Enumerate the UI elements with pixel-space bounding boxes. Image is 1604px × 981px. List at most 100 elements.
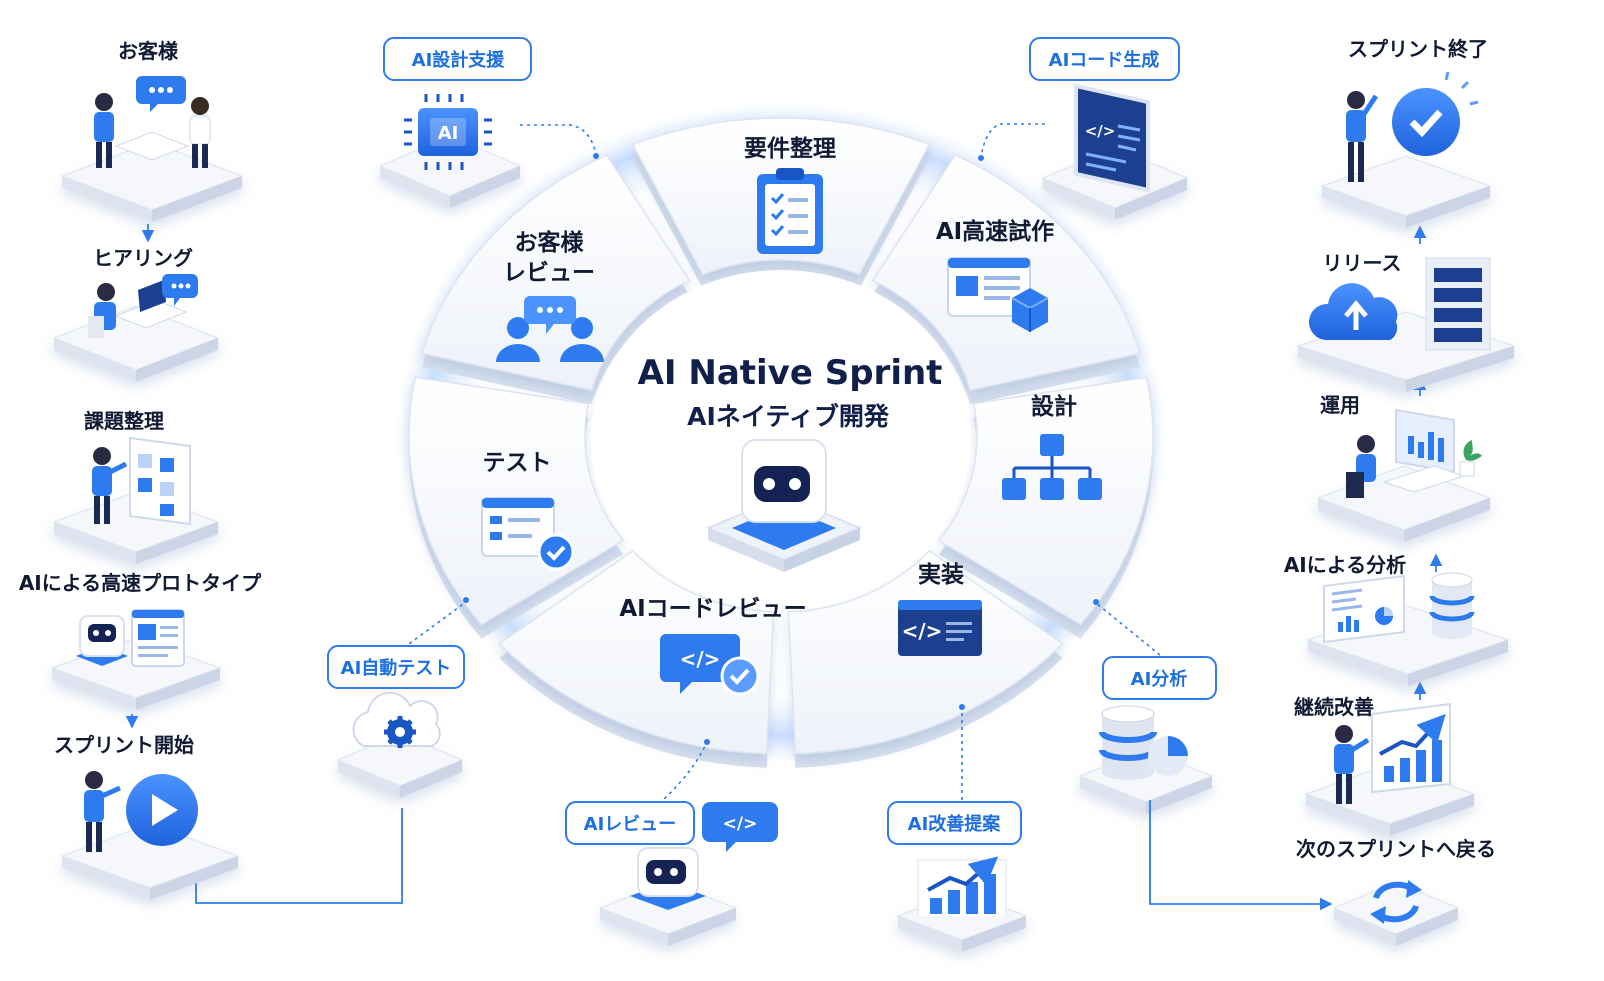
platform [1320, 155, 1492, 228]
right-flow: スプリント終了 リリース [1149, 37, 1516, 946]
prototype-window-cube-icon [947, 257, 1049, 332]
tag-label: AI自動テスト [341, 657, 452, 679]
platform [1332, 881, 1460, 946]
completion-check-icon [1346, 71, 1479, 182]
center-hub: AI Native Sprint AIネイティブ開発 [638, 353, 943, 572]
right-step-release[interactable]: リリース [1296, 251, 1516, 392]
segment-label: 要件整理 [744, 135, 836, 162]
segment-implementation[interactable]: 実装 </> [898, 561, 982, 656]
tag-label: AIレビュー [584, 814, 677, 835]
svg-text:</>: </> [680, 647, 721, 671]
step-label: リリース [1323, 251, 1402, 275]
tag-connectors [397, 123, 1161, 823]
ai-prototype-icon [76, 609, 185, 667]
center-title: AI Native Sprint [638, 353, 943, 393]
tag-label: AI改善提案 [908, 813, 1002, 835]
test-window-check-icon [481, 497, 575, 571]
step-label: お客様 [118, 39, 179, 63]
left-step-prototype[interactable]: AIによる高速プロトタイプ [19, 571, 262, 710]
ai-robot-small-icon [630, 847, 706, 910]
ring-segment[interactable] [937, 376, 1154, 626]
left-step-hearing[interactable]: ヒアリング [52, 246, 220, 382]
hearing-laptop-icon [88, 274, 198, 338]
code-bubble-icon: </> [702, 802, 778, 852]
customer-chat-icon [496, 296, 604, 362]
svg-text:</>: </> [723, 814, 758, 834]
hierarchy-diagram-icon [1002, 434, 1102, 500]
tag-box [327, 645, 465, 689]
step-label: 運用 [1320, 393, 1360, 417]
segment-requirements[interactable]: 要件整理 [744, 135, 836, 254]
segment-label: AIコードレビュー [619, 596, 806, 622]
ring-segment[interactable] [498, 549, 775, 755]
cloud-gear-icon [352, 691, 441, 748]
right-step-operation[interactable]: 運用 [1316, 393, 1492, 542]
cloud-upload-server-icon [1308, 257, 1491, 351]
tag-ai-improvement[interactable]: AI改善提案 [887, 801, 1028, 952]
step-label: 次のスプリントへ戻る [1296, 837, 1496, 861]
step-label: AIによる分析 [1284, 553, 1406, 577]
code-review-bubble-icon: </> [660, 634, 760, 696]
tag-box [887, 801, 1022, 845]
step-label: スプリント終了 [1348, 37, 1488, 61]
segment-label: 実装 [918, 561, 964, 588]
tag-box [1102, 656, 1217, 700]
segment-customer-review[interactable]: お客様 レビュー [496, 229, 604, 362]
segment-label: 設計 [1031, 393, 1077, 420]
code-window-icon: </> [898, 600, 982, 656]
growth-chart-icon [1334, 702, 1451, 804]
svg-text:</>: </> [902, 619, 943, 643]
tag-label: AI設計支援 [412, 49, 506, 71]
left-step-customer[interactable]: お客様 [60, 39, 244, 222]
customer-meeting-icon [94, 76, 211, 168]
tag-box [383, 37, 532, 81]
tag-ai-code-generation[interactable]: </> AIコード生成 [1029, 37, 1189, 220]
ring-segment[interactable] [420, 154, 691, 392]
left-step-sprint-start[interactable]: スプリント開始 [54, 733, 240, 900]
segment-label: AI高速試作 [936, 218, 1054, 245]
tag-label: AI分析 [1131, 668, 1188, 690]
ai-robot-icon [706, 439, 862, 572]
code-monitor-icon: </> [1074, 83, 1150, 193]
segment-ai-prototyping[interactable]: AI高速試作 [936, 218, 1054, 332]
step-label: AIによる高速プロトタイプ [19, 571, 262, 595]
tag-box [565, 801, 695, 845]
dashboard-database-icon [1323, 572, 1475, 644]
segment-label-line2: レビュー [503, 260, 595, 286]
clipboard-checklist-icon [757, 168, 823, 254]
tag-ai-analysis[interactable]: AI分析 [1078, 656, 1217, 814]
right-step-continuous-improvement[interactable]: 継続改善 [1294, 695, 1476, 836]
segment-design[interactable]: 設計 [1002, 393, 1102, 500]
left-step-issue[interactable]: 課題整理 [52, 409, 220, 564]
issue-board-icon [92, 436, 191, 526]
segment-test[interactable]: テスト [481, 450, 575, 571]
tag-label: AIコード生成 [1049, 49, 1160, 71]
segment-ai-code-review[interactable]: AIコードレビュー </> [619, 596, 807, 696]
operations-monitor-icon [1346, 408, 1482, 498]
growth-bars-icon [917, 856, 1007, 916]
tag-ai-auto-test[interactable]: AI自動テスト [327, 645, 465, 798]
ai-chip-icon: AI [404, 94, 492, 170]
svg-text:</>: </> [1085, 122, 1116, 140]
right-step-sprint-end[interactable]: スプリント終了 [1320, 37, 1492, 228]
tag-ai-design-support[interactable]: AI AI設計支援 [378, 37, 532, 208]
segment-label: お客様 [515, 229, 585, 256]
center-subtitle: AIネイティブ開発 [687, 402, 890, 431]
step-label: スプリント開始 [54, 733, 194, 757]
step-label: 課題整理 [84, 409, 164, 433]
platform [60, 823, 240, 900]
right-step-next-sprint[interactable]: 次のスプリントへ戻る [1296, 837, 1496, 946]
step-label: ヒアリング [93, 246, 193, 270]
database-pie-icon [1099, 705, 1188, 780]
left-flow-arrows [125, 224, 403, 904]
refresh-cycle-icon [1370, 880, 1422, 924]
step-label: 継続改善 [1294, 695, 1374, 719]
tag-ai-review[interactable]: AIレビュー </> [565, 801, 778, 946]
left-flow: お客様 ヒアリング [19, 39, 403, 904]
tag-box [1029, 37, 1180, 81]
play-button-icon [84, 771, 198, 852]
segment-label: テスト [483, 450, 552, 476]
svg-text:AI: AI [438, 123, 459, 144]
right-step-ai-analysis[interactable]: AIによる分析 [1284, 553, 1510, 686]
